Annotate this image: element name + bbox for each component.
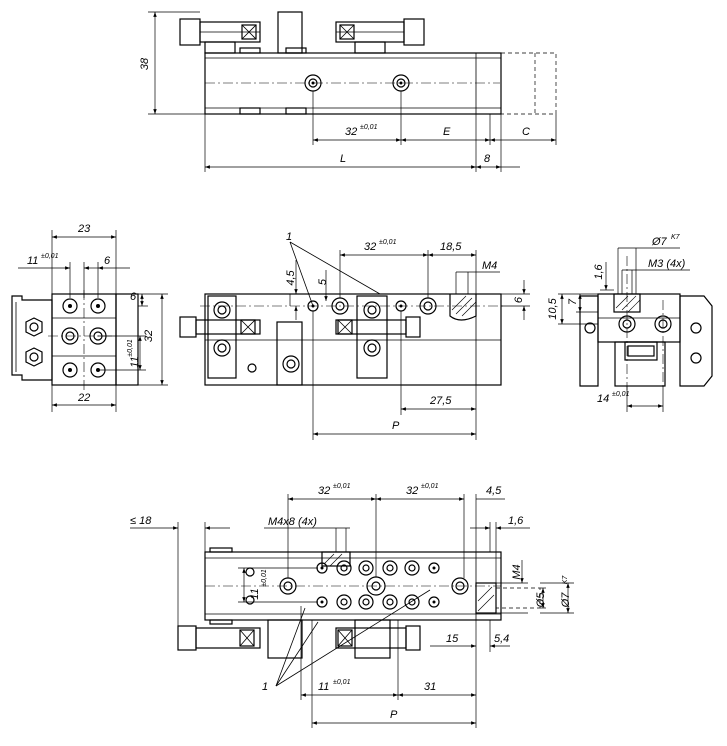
left-view: 23 11 ±0,01 6 6 32 11 ±0,01 22: [11, 223, 168, 412]
dim-left-23: 23: [77, 223, 91, 235]
front-slide-mid: [356, 295, 388, 379]
dim-bottom-32a: 32: [318, 485, 330, 497]
top-fitting-left: [179, 18, 261, 54]
dim-bottom-p: P: [390, 709, 398, 721]
dim-front-4-5: 4,5: [285, 269, 297, 285]
top-fitting-right: [335, 18, 425, 54]
dim-right-10-5: 10,5: [547, 297, 559, 319]
bottom-fitting-left: [177, 625, 261, 651]
top-body-outline: [204, 52, 502, 115]
dim-right-1-6: 1,6: [593, 263, 605, 279]
dim-bottom-32b-tol: ±0,01: [421, 483, 439, 490]
front-slide-left: [207, 295, 237, 379]
front-section-m4: [449, 294, 477, 321]
dim-right-14-tol: ±0,01: [612, 391, 630, 398]
dim-bottom-11b-tol: ±0,01: [333, 679, 351, 686]
left-hex-bottom: [25, 347, 43, 367]
dim-bottom-31: 31: [424, 681, 436, 693]
dim-bottom-d7-tol: K7: [562, 575, 569, 585]
dim-bottom-1-6: 1,6: [508, 515, 524, 527]
dim-left-6-side: 6: [130, 291, 137, 303]
dim-front-27-5: 27,5: [429, 395, 452, 407]
dim-front-6: 6: [513, 296, 525, 303]
dim-bottom-32a-tol: ±0,01: [333, 483, 351, 490]
dim-top-e: E: [443, 126, 451, 138]
bottom-section-upper: [321, 551, 351, 567]
right-view: Ø7 K7 M3 (4x) 1,6 10,5 7 14 ±0,01: [547, 234, 713, 412]
callout-front-1: 1: [286, 231, 292, 243]
dim-front-18-5: 18,5: [440, 241, 462, 253]
dim-left-11-v-tol: ±0,01: [127, 339, 134, 357]
dim-top-pitch-tol: ±0,01: [360, 124, 378, 131]
dim-front-32-tol: ±0,01: [379, 239, 397, 246]
dim-right-bore: Ø7: [651, 236, 668, 248]
dim-bottom-15: 15: [446, 633, 459, 645]
bottom-fitting-mid: [335, 625, 421, 651]
bottom-shaft-section: [475, 582, 541, 614]
right-clamp: [679, 295, 713, 387]
left-clamp: [11, 295, 53, 381]
dim-left-11: 11: [27, 255, 38, 267]
dim-right-bore-tol: K7: [671, 234, 681, 241]
dim-bottom-m4: M4: [511, 564, 523, 579]
top-view: 38 32 ±0,01 E C L 8: [139, 11, 557, 172]
dim-left-11-tol: ±0,01: [41, 253, 59, 260]
front-body: [204, 293, 502, 386]
dim-top-eight: 8: [484, 153, 491, 165]
dim-left-6-top: 6: [104, 255, 111, 267]
top-block: [277, 11, 303, 54]
dim-bottom-11-tol: ±0,01: [261, 569, 268, 587]
dim-left-22: 22: [77, 392, 90, 404]
dim-right-7: 7: [567, 298, 579, 305]
dim-bottom-11b: 11: [318, 681, 329, 693]
dim-top-height: 38: [139, 57, 151, 70]
dim-front-m4: M4: [482, 260, 497, 272]
bottom-view: ≤ 18 32 ±0,01 32 ±0,01 4,5 M4x8 (4x) 1,6…: [130, 483, 574, 728]
dim-front-32: 32: [364, 241, 376, 253]
front-center-piece: [276, 321, 303, 386]
bottom-slide-mid: [354, 619, 391, 659]
dim-top-c: C: [522, 126, 530, 138]
dim-bottom-m4x8: M4x8 (4x): [268, 516, 317, 528]
front-fitting-mid: [335, 316, 421, 338]
dim-bottom-d5: Ø5: [535, 592, 547, 609]
dim-front-p: P: [392, 420, 400, 432]
dim-bottom-11: 11: [249, 588, 261, 599]
right-slot: [624, 341, 658, 361]
bottom-slide-left: [267, 619, 303, 659]
dim-top-l: L: [340, 153, 346, 165]
dim-bottom-5-4: 5,4: [494, 633, 509, 645]
left-hole-grid: [61, 298, 107, 378]
dim-top-pitch: 32: [345, 126, 357, 138]
left-body-side: [115, 293, 139, 386]
front-fitting-left: [179, 316, 261, 338]
dim-right-m3: M3 (4x): [648, 258, 686, 270]
top-phantom-extension: [500, 52, 557, 115]
dim-front-5: 5: [317, 278, 329, 285]
dim-left-11-v: 11: [129, 356, 141, 367]
dim-right-14: 14: [597, 393, 609, 405]
left-hex-top: [25, 317, 43, 337]
dim-bottom-max-18: ≤ 18: [130, 515, 152, 527]
right-left-plate: [579, 295, 599, 387]
callout-bottom-1: 1: [262, 681, 268, 693]
dim-bottom-4-5: 4,5: [486, 485, 502, 497]
dim-bottom-d7: Ø7: [560, 592, 572, 609]
front-view: 1 4,5 5 32 ±0,01 18,5 M4 6 27,5: [179, 231, 530, 440]
dim-left-32: 32: [143, 330, 155, 342]
dim-bottom-32b: 32: [406, 485, 418, 497]
